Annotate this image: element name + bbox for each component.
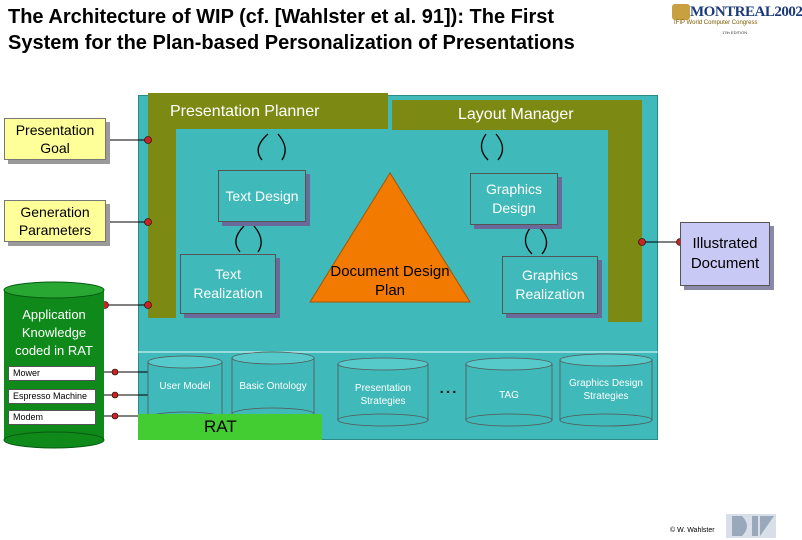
presentation-goal-box: Presentation Goal bbox=[4, 118, 106, 160]
planner-left-leg bbox=[148, 93, 176, 318]
rat-label: RAT bbox=[204, 417, 237, 436]
text-realization-label: Text Realization bbox=[193, 266, 263, 301]
slide-title: The Architecture of WIP (cf. [Wahlster e… bbox=[8, 4, 668, 56]
graphics-design-label: Graphics Design bbox=[485, 181, 543, 216]
arc-graphics-1 bbox=[524, 227, 533, 255]
text-design-label: Text Design bbox=[225, 187, 299, 204]
rat-bar: RAT bbox=[138, 414, 322, 440]
tag-cylinder-icon bbox=[465, 357, 553, 427]
presentation-goal-label: Presentation Goal bbox=[15, 122, 95, 156]
arc-layout-graphics-1 bbox=[480, 133, 489, 161]
arc-graphics-2 bbox=[539, 227, 548, 255]
connector-dot-mower-mid bbox=[111, 368, 119, 376]
knowledge-item-modem: Modem bbox=[8, 410, 96, 425]
connector-dot-espresso-mid bbox=[111, 391, 119, 399]
layout-manager-label: Layout Manager bbox=[458, 106, 574, 123]
logo-text: MONTREAL2002 bbox=[690, 4, 802, 20]
presentation-strategies-label: Presentation Strategies bbox=[354, 383, 412, 407]
document-plan-label: Document Design Plan bbox=[330, 263, 450, 299]
knowledge-label: Application Knowledge coded in RAT bbox=[15, 307, 93, 358]
arc-layout-graphics-2 bbox=[495, 133, 504, 161]
connector-dot-params-end bbox=[144, 218, 152, 226]
copyright: © W. Wahlster bbox=[670, 527, 715, 534]
layout-bar bbox=[392, 100, 642, 130]
layout-right-leg bbox=[608, 100, 642, 322]
connector-dot-output bbox=[638, 238, 646, 246]
arc-planner-text-design-2 bbox=[277, 133, 286, 161]
logo-badge-icon bbox=[672, 4, 690, 20]
user-model-label: User Model bbox=[159, 381, 211, 392]
planner-label: Presentation Planner bbox=[170, 103, 320, 120]
title-line-2: System for the Plan-based Personalizatio… bbox=[8, 32, 575, 54]
generation-parameters-label: Generation Parameters bbox=[18, 204, 92, 238]
logo-edition: 17th EDITION bbox=[722, 30, 748, 35]
text-realization-box: Text Realization bbox=[180, 254, 276, 314]
knowledge-item-espresso-machine: Espresso Machine bbox=[8, 389, 96, 404]
graphics-realization-box: Graphics Realization bbox=[502, 256, 598, 314]
dfki-logo-icon bbox=[726, 514, 776, 538]
connector-dot-knowledge-end bbox=[144, 301, 152, 309]
arc-text-1 bbox=[235, 225, 245, 253]
arc-text-2 bbox=[253, 225, 262, 253]
basic-ontology-label: Basic Ontology bbox=[239, 381, 307, 392]
planner-bar bbox=[148, 93, 388, 129]
connector-dot-goal-end bbox=[144, 136, 152, 144]
logo-subtitle: IFIP World Computer Congress bbox=[674, 20, 758, 26]
ellipsis: … bbox=[438, 376, 458, 398]
title-line-1: The Architecture of WIP (cf. [Wahlster e… bbox=[8, 6, 555, 28]
graphics-design-box: Graphics Design bbox=[470, 173, 558, 225]
knowledge-item-mower: Mower bbox=[8, 366, 96, 381]
presentation-strategies-cylinder-icon bbox=[337, 357, 429, 427]
illustrated-document-label: Illustrated Document bbox=[690, 235, 760, 272]
graphics-strategies-cylinder-icon bbox=[559, 353, 653, 427]
text-design-box: Text Design bbox=[218, 170, 306, 222]
illustrated-document-box: Illustrated Document bbox=[680, 222, 770, 286]
graphics-realization-label: Graphics Realization bbox=[515, 267, 585, 302]
tag-label: TAG bbox=[499, 390, 519, 401]
generation-parameters-box: Generation Parameters bbox=[4, 200, 106, 242]
conference-logo: MONTREAL2002 IFIP World Computer Congres… bbox=[672, 4, 802, 38]
connector-dot-modem-mid bbox=[111, 412, 119, 420]
arc-planner-text-design-1 bbox=[257, 133, 269, 161]
document-plan-triangle bbox=[309, 172, 471, 303]
graphics-strategies-label: Graphics Design Strategies bbox=[569, 378, 643, 402]
